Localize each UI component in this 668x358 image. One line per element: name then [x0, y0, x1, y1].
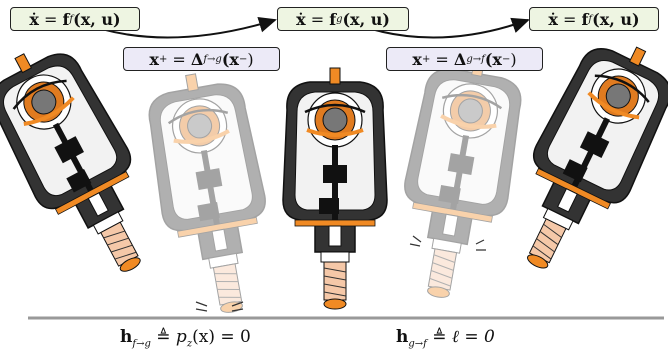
robot-stance	[281, 66, 389, 311]
impact-marks-touchdown	[195, 301, 244, 312]
guard-touchdown: hf→g ≜ pz(x) = 0	[120, 327, 251, 350]
guard-liftoff: hg→f ≜ ℓ = 0	[396, 327, 495, 350]
impact-marks-liftoff	[409, 235, 486, 251]
robot-liftoff-ghost	[384, 48, 533, 309]
robot-touchdown-ghost	[137, 63, 286, 324]
